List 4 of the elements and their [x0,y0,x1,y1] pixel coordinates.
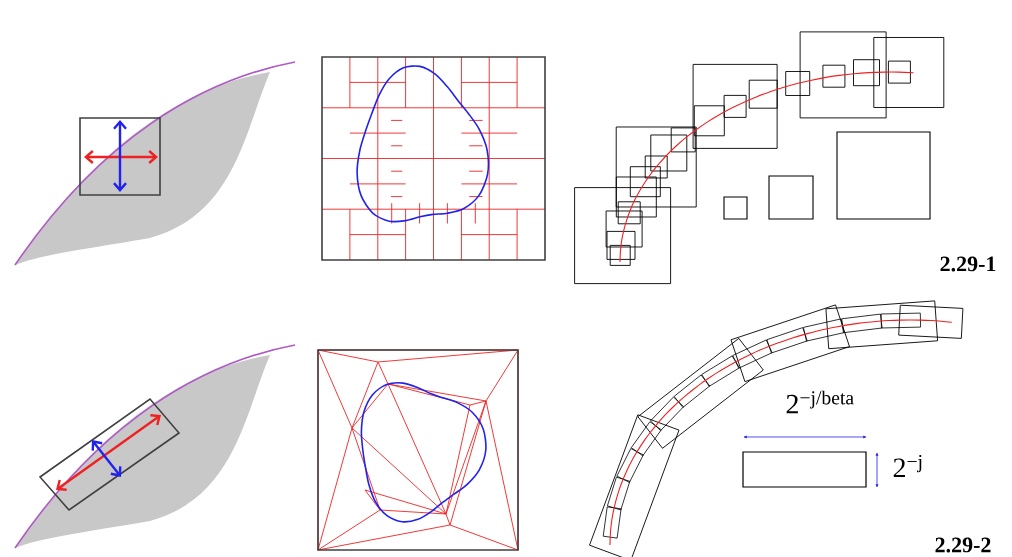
figure-number: 2.29-2 [935,537,991,553]
figure-number: 2.29-1 [940,256,996,272]
dimension-label: 2$^{−j/beta}$ [786,390,854,414]
dimension-label: 2$^{−j}$ [893,455,922,477]
